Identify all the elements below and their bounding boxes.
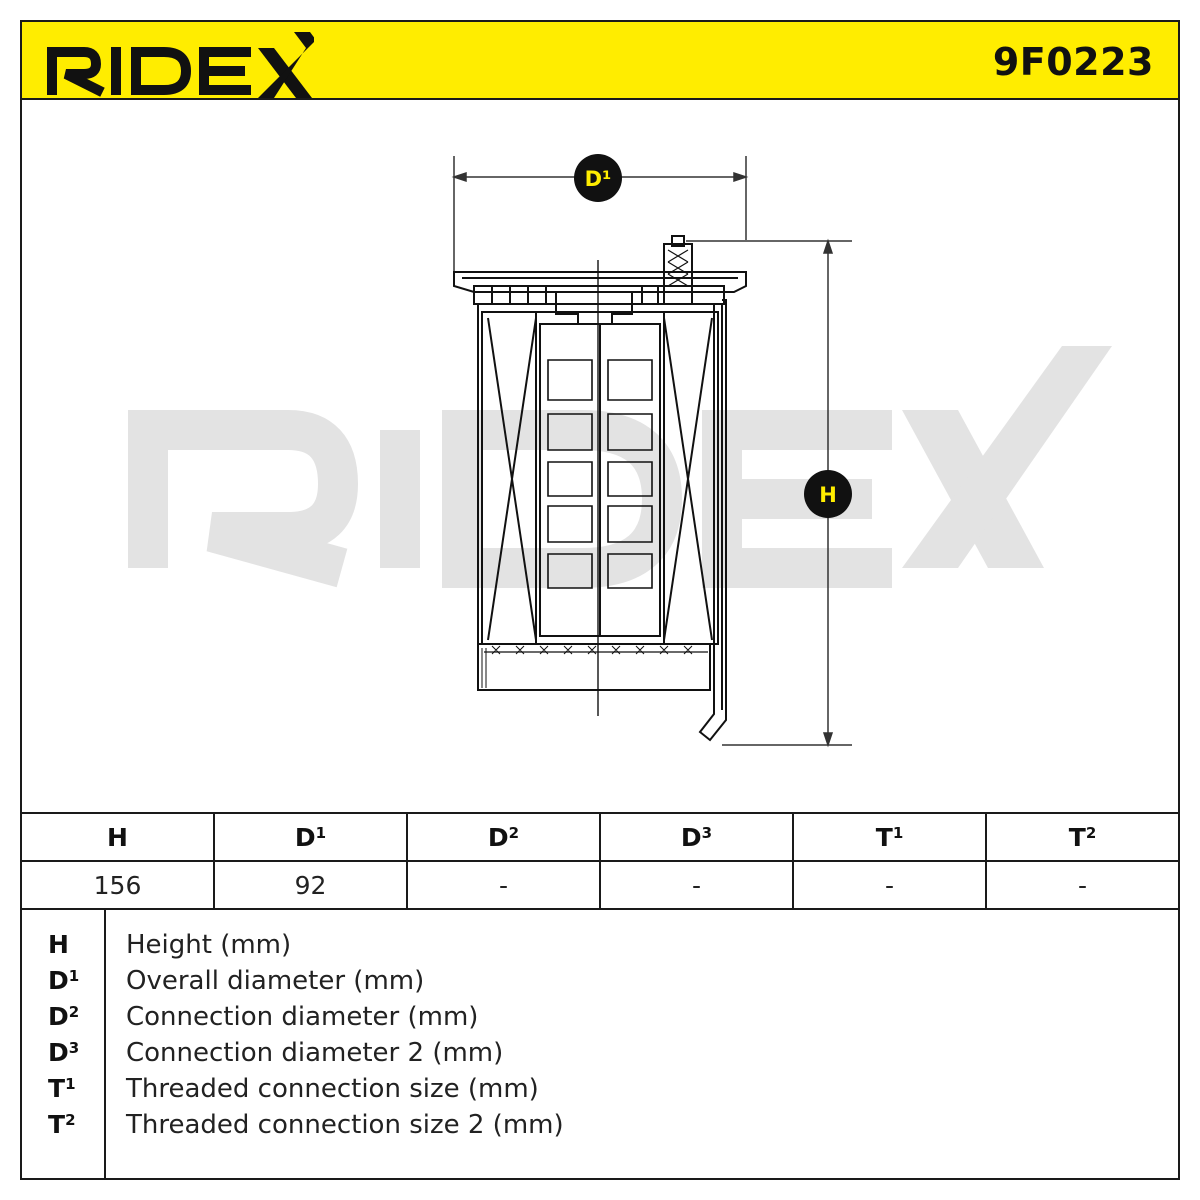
legend-divider <box>104 910 106 1178</box>
legend-desc: Overall diameter (mm) <box>126 966 425 996</box>
spec-header-d2: D2 <box>406 812 601 862</box>
h-label: H <box>819 483 837 507</box>
spec-value-t2: - <box>985 860 1180 910</box>
spec-value-t1: - <box>792 860 987 910</box>
legend-item: T1 Threaded connection size (mm) <box>22 1074 1172 1110</box>
spec-header-row: H D1 D2 D3 T1 T2 <box>20 812 1180 862</box>
legend-desc: Height (mm) <box>126 930 292 960</box>
legend-desc: Threaded connection size (mm) <box>126 1074 539 1104</box>
legend-item: T2 Threaded connection size 2 (mm) <box>22 1110 1172 1146</box>
spec-value-h: 156 <box>20 860 215 910</box>
header-bar: 9F0223 <box>20 20 1180 100</box>
spec-value-d2: - <box>406 860 601 910</box>
ridex-watermark-x <box>902 346 1112 568</box>
spec-table: H D1 D2 D3 T1 T2 156 92 - - - - <box>20 812 1180 910</box>
spec-value-d1: 92 <box>213 860 408 910</box>
legend-key: T2 <box>48 1110 76 1139</box>
legend-key: H <box>48 930 69 959</box>
spec-value-row: 156 92 - - - - <box>20 860 1180 910</box>
legend-desc: Threaded connection size 2 (mm) <box>126 1110 564 1140</box>
legend: H Height (mm) D1 Overall diameter (mm) D… <box>20 910 1180 1180</box>
spec-value-d3: - <box>599 860 794 910</box>
legend-desc: Connection diameter (mm) <box>126 1002 479 1032</box>
legend-key: D1 <box>48 966 80 995</box>
part-number: 9F0223 <box>992 40 1154 84</box>
d1-label: D¹ <box>585 167 612 191</box>
legend-key: D2 <box>48 1002 80 1031</box>
ridex-watermark <box>128 410 892 588</box>
filter-body <box>453 235 747 742</box>
legend-desc: Connection diameter 2 (mm) <box>126 1038 504 1068</box>
legend-key: D3 <box>48 1038 80 1067</box>
legend-item: D3 Connection diameter 2 (mm) <box>22 1038 1172 1074</box>
spec-header-t1: T1 <box>792 812 987 862</box>
legend-key: T1 <box>48 1074 76 1103</box>
spec-header-d1: D1 <box>213 812 408 862</box>
brand-logo <box>47 32 314 98</box>
spec-header-d3: D3 <box>599 812 794 862</box>
filter-drawing: D¹ H <box>128 154 1112 748</box>
legend-item: D1 Overall diameter (mm) <box>22 966 1172 1002</box>
d1-marker <box>574 154 622 202</box>
spec-header-t2: T2 <box>985 812 1180 862</box>
legend-item: H Height (mm) <box>22 930 1172 966</box>
legend-item: D2 Connection diameter (mm) <box>22 1002 1172 1038</box>
h-marker <box>804 470 852 518</box>
spec-header-h: H <box>20 812 215 862</box>
